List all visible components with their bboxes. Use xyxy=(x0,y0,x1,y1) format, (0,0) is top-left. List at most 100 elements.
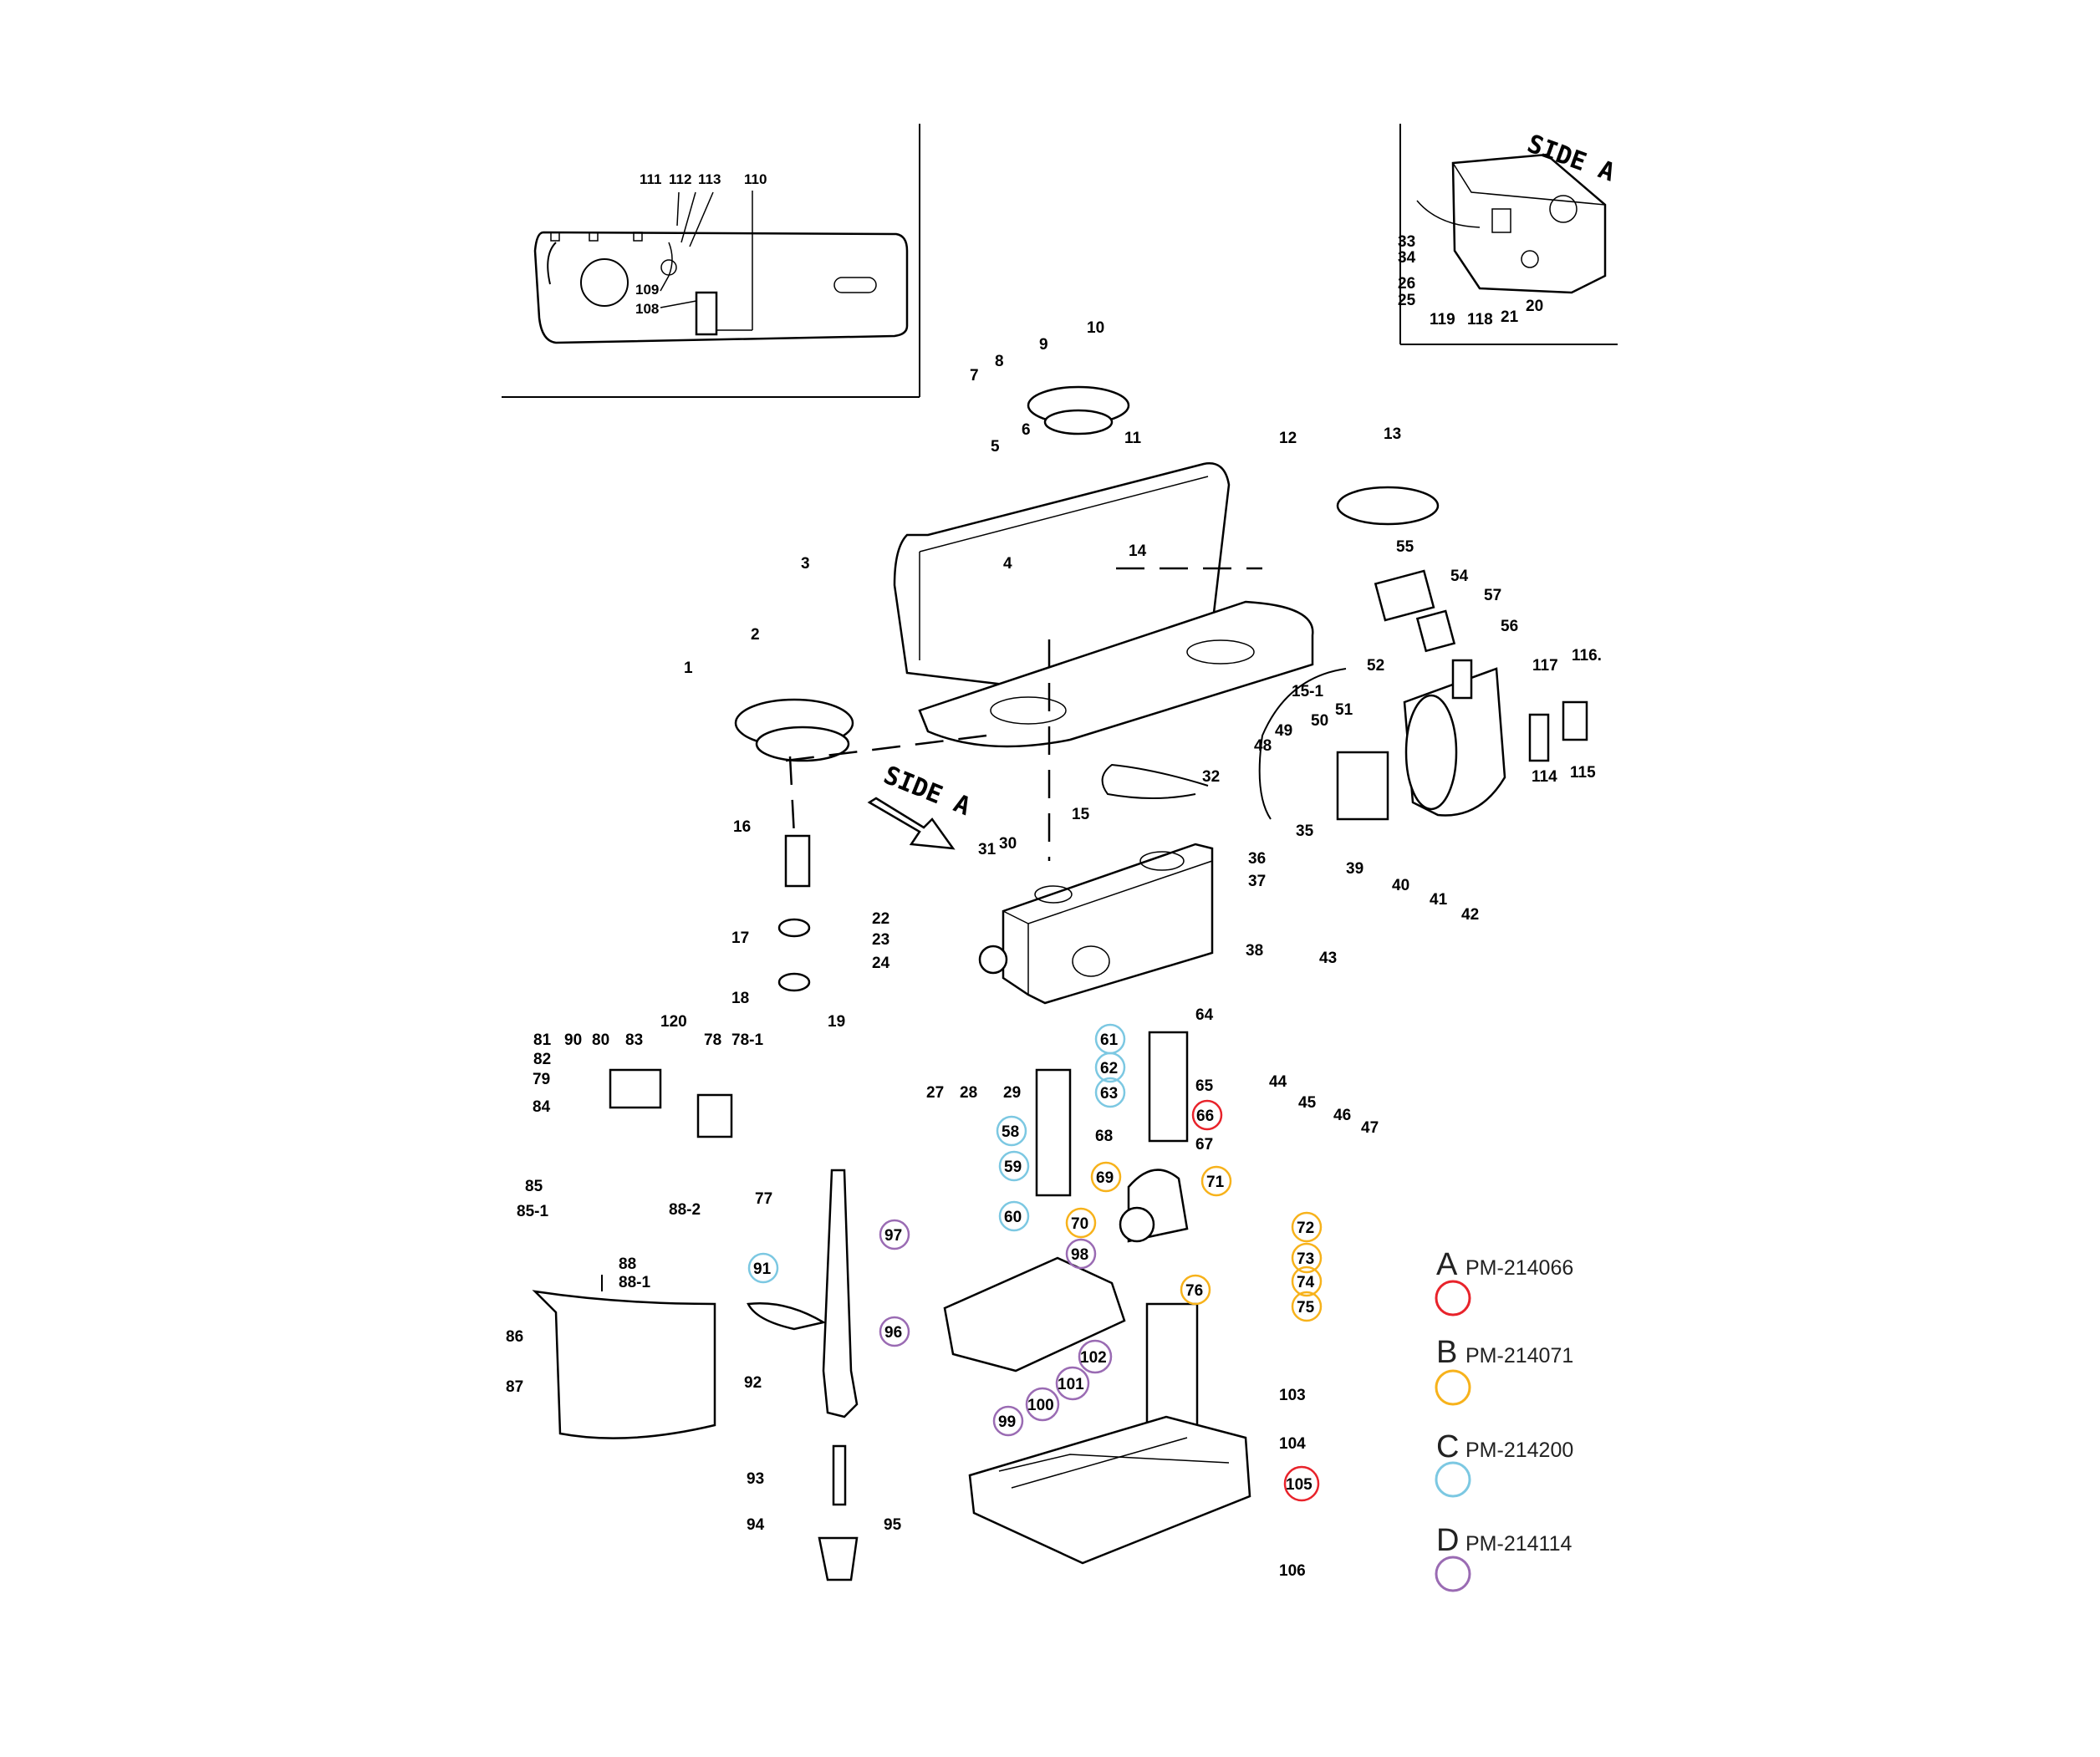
label-95: 95 xyxy=(884,1516,902,1534)
label-61: 61 xyxy=(1100,1031,1119,1049)
label-66: 66 xyxy=(1196,1108,1214,1125)
label-21: 21 xyxy=(1501,308,1519,326)
label-29: 29 xyxy=(1003,1084,1021,1102)
label-15-1: 15-1 xyxy=(1292,683,1323,700)
label-91: 91 xyxy=(753,1260,772,1278)
label-5: 5 xyxy=(991,438,1000,456)
label-119: 119 xyxy=(1430,311,1455,328)
label-108: 108 xyxy=(635,301,659,317)
label-28: 28 xyxy=(960,1084,977,1102)
label-85-1: 85-1 xyxy=(517,1203,548,1220)
label-76: 76 xyxy=(1185,1282,1203,1300)
label-99: 99 xyxy=(998,1413,1016,1431)
label-18: 18 xyxy=(731,990,749,1007)
legend-code: PM-214066 xyxy=(1465,1256,1573,1280)
label-117: 117 xyxy=(1532,657,1558,675)
inset-top-left xyxy=(502,124,920,398)
label-78-1: 78-1 xyxy=(731,1031,763,1049)
highlighted-labels-purple: 96 97 98 99 100 101 102 xyxy=(879,1219,1113,1437)
label-22: 22 xyxy=(872,910,889,928)
label-87: 87 xyxy=(506,1378,523,1396)
inset-left-labels: 111 112 113 110 109 108 xyxy=(635,171,767,317)
legend-item-b: B PM-214071 xyxy=(1435,1335,1573,1406)
label-44: 44 xyxy=(1269,1073,1287,1091)
label-73: 73 xyxy=(1297,1250,1314,1268)
legend: A PM-214066 B PM-214071 C PM-214200 D PM… xyxy=(1435,1247,1573,1592)
label-113: 113 xyxy=(698,171,721,187)
label-1: 1 xyxy=(684,660,693,677)
label-84: 84 xyxy=(533,1098,551,1116)
label-60: 60 xyxy=(1004,1209,1022,1226)
drill-press-head xyxy=(532,385,1588,1581)
label-81: 81 xyxy=(533,1031,552,1049)
label-51: 51 xyxy=(1335,701,1353,719)
label-112: 112 xyxy=(669,171,691,187)
label-36: 36 xyxy=(1248,850,1266,868)
label-26: 26 xyxy=(1398,275,1415,293)
label-8: 8 xyxy=(995,353,1004,370)
inset-top-right xyxy=(1399,124,1618,345)
label-88-1: 88-1 xyxy=(619,1274,650,1291)
legend-code: PM-214200 xyxy=(1465,1439,1573,1462)
legend-swatch xyxy=(1435,1369,1471,1406)
label-59: 59 xyxy=(1004,1159,1022,1176)
label-16: 16 xyxy=(733,818,751,836)
label-2: 2 xyxy=(751,626,760,644)
label-102: 102 xyxy=(1080,1349,1107,1367)
label-67: 67 xyxy=(1195,1136,1213,1154)
label-13: 13 xyxy=(1384,425,1401,443)
legend-code: PM-214114 xyxy=(1465,1532,1572,1556)
label-64: 64 xyxy=(1195,1006,1214,1024)
legend-item-a: A PM-214066 xyxy=(1435,1247,1573,1316)
label-74: 74 xyxy=(1297,1274,1315,1291)
label-41: 41 xyxy=(1430,891,1448,909)
label-33: 33 xyxy=(1398,233,1415,251)
legend-item-c: C PM-214200 xyxy=(1435,1429,1573,1498)
label-105: 105 xyxy=(1286,1476,1312,1494)
label-32: 32 xyxy=(1202,768,1220,786)
label-35: 35 xyxy=(1296,822,1314,840)
label-65: 65 xyxy=(1195,1077,1214,1095)
part-labels: 1 2 3 4 5 6 7 8 9 10 11 12 13 14 15 15-1… xyxy=(506,319,1602,1580)
label-43: 43 xyxy=(1319,950,1337,967)
label-111: 111 xyxy=(640,171,662,187)
label-92: 92 xyxy=(744,1374,762,1392)
label-118: 118 xyxy=(1467,311,1493,328)
label-45: 45 xyxy=(1298,1094,1317,1112)
label-70: 70 xyxy=(1071,1215,1088,1233)
label-19: 19 xyxy=(828,1013,845,1031)
label-3: 3 xyxy=(801,555,810,573)
label-14: 14 xyxy=(1129,542,1147,560)
label-20: 20 xyxy=(1526,298,1543,315)
label-106: 106 xyxy=(1279,1562,1306,1580)
label-38: 38 xyxy=(1246,942,1263,960)
label-88: 88 xyxy=(619,1255,636,1273)
label-40: 40 xyxy=(1392,877,1409,894)
label-17: 17 xyxy=(731,929,749,947)
label-42: 42 xyxy=(1461,906,1479,924)
label-97: 97 xyxy=(884,1227,902,1245)
label-24: 24 xyxy=(872,955,890,972)
label-47: 47 xyxy=(1361,1119,1379,1137)
label-88-2: 88-2 xyxy=(669,1201,701,1219)
label-7: 7 xyxy=(970,367,979,385)
highlighted-labels-red: 66 105 xyxy=(1191,1099,1320,1502)
label-109: 109 xyxy=(635,282,659,298)
label-55: 55 xyxy=(1396,538,1414,556)
highlighted-labels-blue: 58 59 60 61 62 63 91 xyxy=(747,1023,1126,1284)
label-58: 58 xyxy=(1002,1123,1019,1141)
label-11: 11 xyxy=(1124,430,1142,447)
label-94: 94 xyxy=(747,1516,765,1534)
label-75: 75 xyxy=(1297,1299,1315,1316)
label-79: 79 xyxy=(533,1071,550,1088)
label-50: 50 xyxy=(1311,712,1328,730)
label-62: 62 xyxy=(1100,1060,1118,1077)
label-52: 52 xyxy=(1367,657,1384,675)
label-100: 100 xyxy=(1027,1397,1054,1414)
label-15: 15 xyxy=(1072,806,1090,823)
label-103: 103 xyxy=(1279,1387,1306,1404)
label-110: 110 xyxy=(744,171,767,187)
label-6: 6 xyxy=(1022,421,1031,439)
label-83: 83 xyxy=(625,1031,643,1049)
